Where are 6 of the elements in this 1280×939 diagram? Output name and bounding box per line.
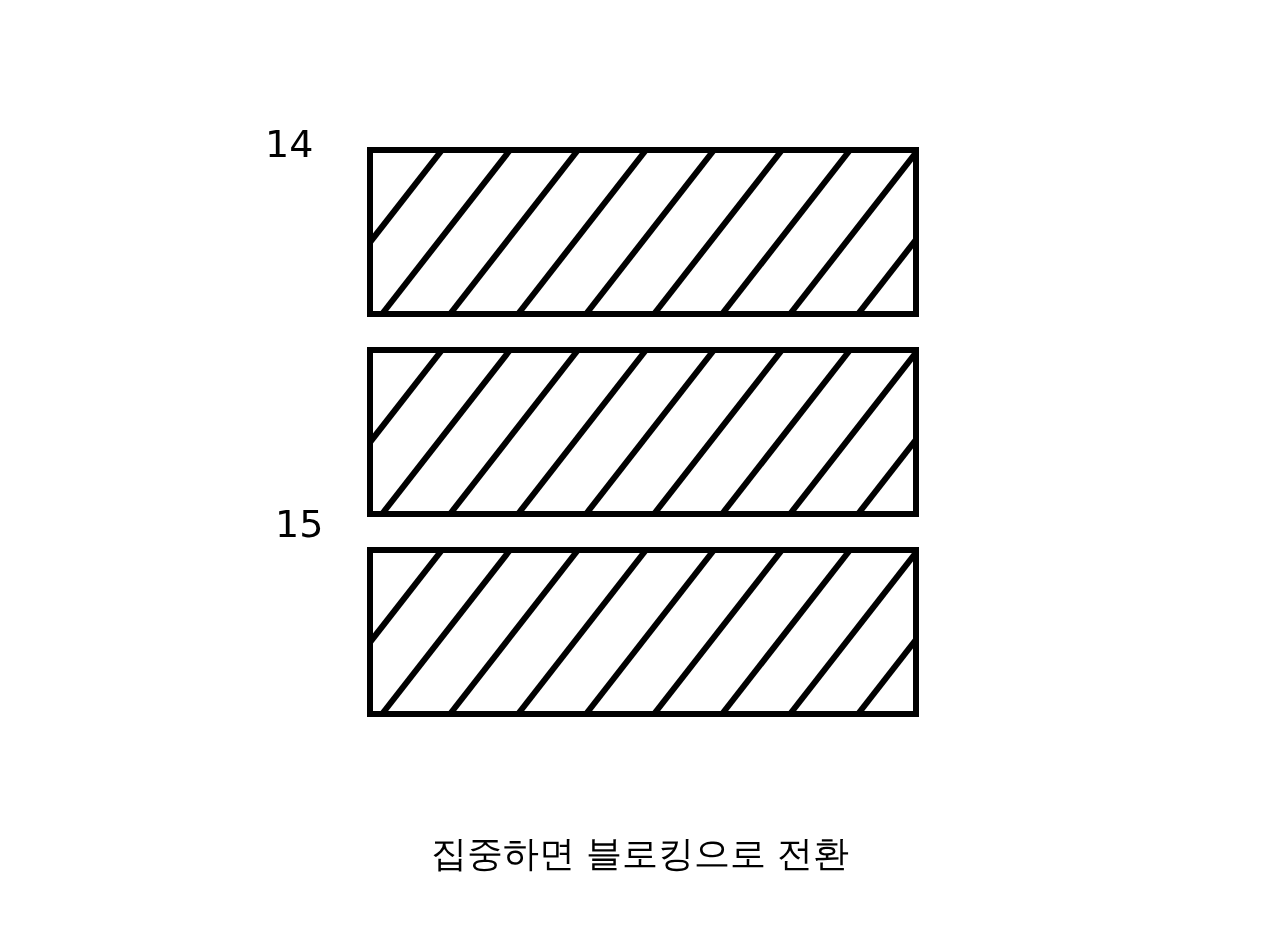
hatched-rectangle (367, 347, 919, 517)
reference-number: 14 (265, 122, 314, 166)
hatched-rectangle (367, 547, 919, 717)
hatched-rectangle (367, 147, 919, 317)
reference-number: 15 (275, 502, 324, 546)
caption: 집중하면 블로킹으로 전환 (430, 832, 850, 876)
